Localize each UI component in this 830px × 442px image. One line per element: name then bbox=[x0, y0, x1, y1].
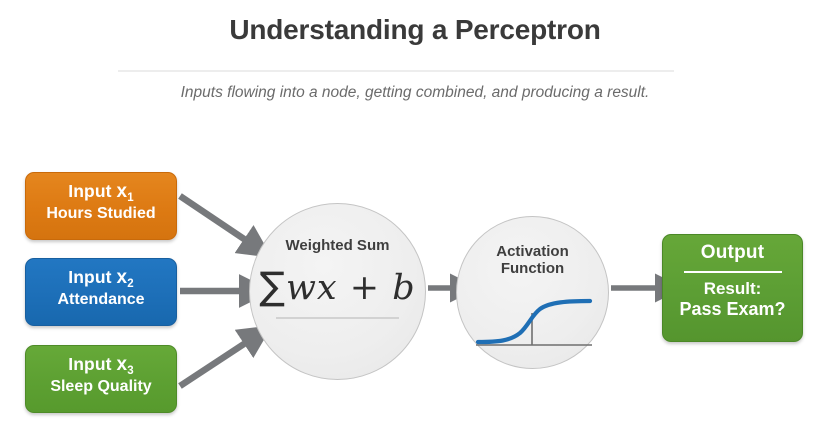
page-title: Understanding a Perceptron bbox=[229, 14, 601, 45]
activation-function-label: Activation Function bbox=[457, 243, 608, 278]
activation-label-line2: Function bbox=[500, 260, 565, 278]
activation-function-node[interactable]: Activation Function bbox=[456, 216, 609, 369]
input-node-x2-title: Input x2 bbox=[26, 266, 176, 290]
input-node-x2-prefix: Input bbox=[68, 267, 112, 287]
output-title: Output bbox=[700, 242, 765, 263]
output-result-value: Pass Exam? bbox=[679, 299, 786, 320]
output-divider bbox=[683, 271, 782, 273]
input-node-x3-title: Input x3 bbox=[26, 353, 176, 377]
page-subtitle: Inputs flowing into a node, getting comb… bbox=[180, 84, 650, 101]
input-node-x1-title: Input x1 bbox=[26, 180, 176, 204]
sigmoid-curve bbox=[475, 298, 593, 345]
weighted-sum-formula-underline bbox=[276, 317, 399, 319]
input-node-x2-description: Attendance bbox=[57, 291, 145, 309]
arrow-input1-to-sum bbox=[178, 193, 273, 258]
weighted-sum-formula-body: wx + b bbox=[285, 268, 416, 308]
input-node-x2-subscript: 2 bbox=[127, 278, 134, 290]
input-node-x3-variable: x bbox=[116, 354, 128, 375]
input-node-x3-subscript: 3 bbox=[127, 365, 134, 377]
weighted-sum-formula: ∑wx + b bbox=[250, 264, 425, 308]
input-node-x1[interactable]: Input x1 Hours Studied bbox=[25, 172, 177, 240]
input-node-x3[interactable]: Input x3 Sleep Quality bbox=[25, 345, 177, 413]
input-node-x3-prefix: Input bbox=[68, 354, 112, 374]
sigma-icon: ∑ bbox=[259, 264, 286, 308]
sigmoid-curve-icon bbox=[475, 298, 593, 346]
input-node-x3-description: Sleep Quality bbox=[50, 378, 152, 396]
weighted-sum-label: Weighted Sum bbox=[285, 237, 390, 254]
input-node-x1-variable: x bbox=[116, 181, 128, 202]
input-node-x1-subscript: 1 bbox=[127, 192, 134, 204]
arrow-input3-to-sum bbox=[178, 325, 273, 389]
input-node-x1-prefix: Input bbox=[68, 181, 112, 201]
weighted-sum-node[interactable]: Weighted Sum ∑wx + b bbox=[249, 203, 426, 380]
input-node-x2[interactable]: Input x2 Attendance bbox=[25, 258, 177, 326]
activation-label-line1: Activation bbox=[496, 243, 569, 260]
title-divider bbox=[118, 70, 674, 72]
output-result-label: Result: bbox=[703, 279, 762, 298]
input-node-x1-description: Hours Studied bbox=[46, 205, 156, 223]
output-node[interactable]: Output Result: Pass Exam? bbox=[662, 234, 803, 342]
input-node-x2-variable: x bbox=[116, 267, 128, 288]
